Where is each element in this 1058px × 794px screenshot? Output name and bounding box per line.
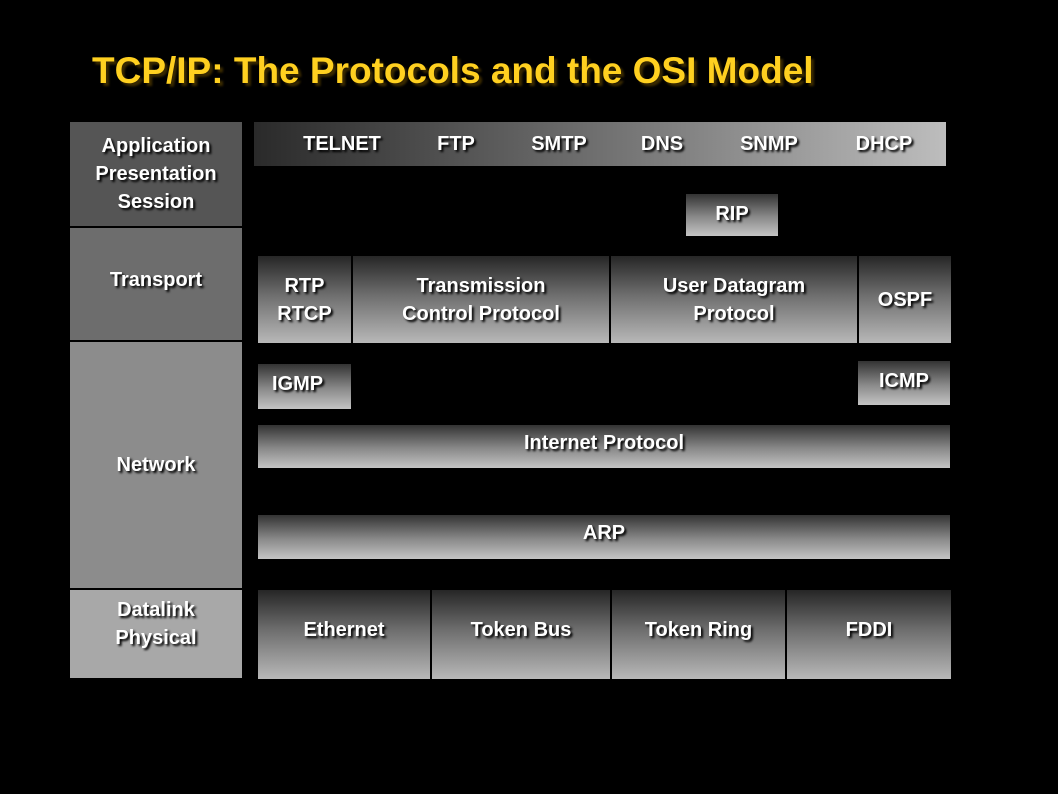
protocol-ip: Internet Protocol [258, 425, 950, 468]
osi-layer-physical: Datalink Physical [70, 590, 242, 678]
protocol-igmp: IGMP [258, 364, 351, 409]
protocol-arp: ARP [258, 515, 950, 559]
protocol-token-ring: Token Ring [612, 590, 785, 679]
slide-title: TCP/IP: The Protocols and the OSI Model [92, 50, 814, 91]
protocol-rtp-rtcp: RTP RTCP [258, 256, 351, 343]
protocol-ospf: OSPF [859, 256, 951, 343]
osi-layer-transport: Transport [70, 228, 242, 340]
protocol-icmp: ICMP [858, 361, 950, 405]
protocol-smtp: SMTP [531, 133, 587, 155]
protocol-snmp: SNMP [740, 133, 798, 155]
protocol-fddi: FDDI [787, 590, 951, 679]
protocol-dhcp: DHCP [855, 133, 913, 155]
osi-layer-network: Network [70, 342, 242, 588]
protocol-rip: RIP [686, 194, 778, 236]
protocol-udp: User Datagram Protocol [611, 256, 857, 343]
protocol-tcp: Transmission Control Protocol [353, 256, 609, 343]
osi-layer-application: Application Presentation Session [70, 122, 242, 226]
protocol-ftp: FTP [437, 133, 475, 155]
application-protocols-bar: TELNET FTP SMTP DNS SNMP DHCP [254, 122, 946, 166]
protocol-token-bus: Token Bus [432, 590, 610, 679]
protocol-telnet: TELNET [303, 133, 381, 155]
protocol-dns: DNS [640, 133, 684, 155]
protocol-ethernet: Ethernet [258, 590, 430, 679]
